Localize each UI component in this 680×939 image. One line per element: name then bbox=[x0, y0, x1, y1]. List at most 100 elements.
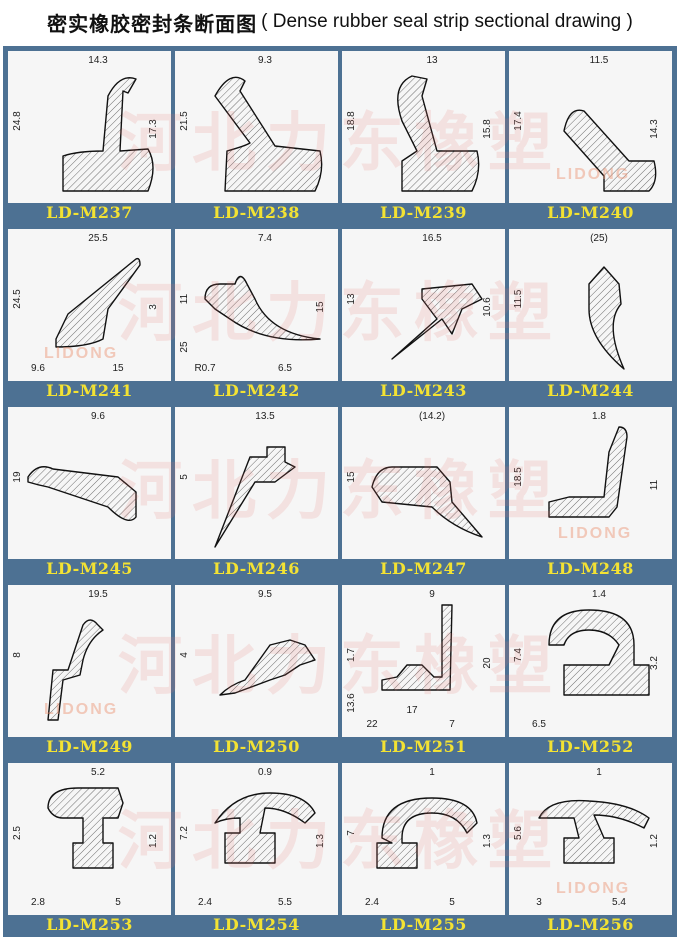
seal-profile-outline bbox=[204, 275, 321, 341]
model-label: LD-M250 bbox=[213, 737, 300, 756]
dimension-label: 18.8 bbox=[346, 111, 357, 131]
section-drawing: 24.814.317.3 bbox=[12, 55, 159, 192]
seal-profile-outline bbox=[371, 466, 483, 538]
dimension-label: 0.9 bbox=[258, 767, 272, 778]
dimension-label: 15 bbox=[315, 301, 326, 313]
dimension-label: 9.6 bbox=[91, 411, 105, 422]
dimension-label: 8 bbox=[12, 652, 23, 658]
seal-profile-outline bbox=[214, 76, 323, 192]
dimension-label: 25.5 bbox=[88, 233, 108, 244]
profile-card: 11.5(25)LD-M244 bbox=[509, 229, 672, 401]
seal-profile-outline bbox=[55, 257, 141, 348]
model-label: LD-M244 bbox=[547, 381, 634, 400]
seal-profile-outline bbox=[381, 604, 453, 691]
dimension-label: 15 bbox=[112, 363, 124, 374]
model-label: LD-M243 bbox=[380, 381, 467, 400]
dimension-label: 4 bbox=[179, 652, 190, 658]
dimension-label: 9 bbox=[429, 589, 435, 600]
dimension-label: 2.5 bbox=[12, 826, 23, 840]
dimension-label: 1.2 bbox=[148, 834, 159, 848]
profile-drawing: 21.5 9.3 bbox=[175, 51, 338, 203]
dimension-label: 1.3 bbox=[482, 834, 493, 848]
dimension-label: 15 bbox=[346, 471, 357, 483]
seal-profile-outline bbox=[376, 797, 478, 869]
model-label: LD-M240 bbox=[547, 203, 634, 222]
dimension-label: 9.3 bbox=[258, 55, 272, 66]
dimension-label: 16.5 bbox=[422, 233, 442, 244]
dimension-label: 9.5 bbox=[258, 589, 272, 600]
seal-profile-outline bbox=[397, 75, 480, 192]
dimension-label: 7.2 bbox=[179, 826, 190, 840]
dimension-label: 11 bbox=[179, 293, 190, 304]
dimension-label: 3 bbox=[536, 897, 542, 908]
dimension-label: 5.5 bbox=[278, 897, 292, 908]
dimension-label: 22 bbox=[366, 719, 378, 730]
section-drawing: 49.5 bbox=[179, 589, 316, 696]
dimension-label: 13.6 bbox=[346, 693, 357, 713]
model-label: LD-M242 bbox=[213, 381, 300, 400]
section-drawing: 15 (14.2) bbox=[346, 411, 483, 538]
dimension-label: 7 bbox=[346, 830, 357, 836]
dimension-label: 24.8 bbox=[12, 111, 23, 131]
seal-profile-outline bbox=[62, 77, 154, 192]
title-chinese: 密实橡胶密封条断面图 bbox=[47, 11, 258, 36]
seal-profile-outline bbox=[214, 446, 296, 548]
dimension-label: R0.7 bbox=[194, 363, 216, 374]
dimension-label: 18.5 bbox=[513, 467, 524, 487]
profile-drawing: 15 (14.2) bbox=[342, 407, 505, 559]
dimension-label: 5.6 bbox=[513, 826, 524, 840]
dimension-label: 15.8 bbox=[482, 119, 493, 139]
section-drawing: 199.6 bbox=[12, 411, 137, 521]
dimension-label: 21.5 bbox=[179, 111, 190, 131]
dimension-label: 1 bbox=[429, 767, 435, 778]
seal-profile-outline bbox=[548, 426, 628, 518]
model-label: LD-M249 bbox=[46, 737, 133, 756]
seal-profile-outline bbox=[27, 466, 137, 521]
seal-profile-outline bbox=[391, 283, 483, 360]
section-drawing: 18.51.811 bbox=[513, 411, 660, 518]
dimension-label: 3.2 bbox=[649, 656, 660, 670]
section-drawing: 513.5 bbox=[179, 411, 296, 548]
dimension-label: 7 bbox=[449, 719, 455, 730]
model-label: LD-M245 bbox=[46, 559, 133, 578]
section-drawing: 17.411.514.3 bbox=[513, 55, 660, 192]
dimension-label: 13 bbox=[426, 55, 438, 66]
logo-text: LIDONG bbox=[44, 701, 119, 718]
dimension-label: 2.4 bbox=[365, 897, 379, 908]
dimension-label: 6.5 bbox=[278, 363, 292, 374]
dimension-label: (25) bbox=[590, 233, 608, 244]
dimension-label: 5 bbox=[115, 897, 121, 908]
dimension-label: 17 bbox=[406, 705, 418, 716]
dimension-label: (14.2) bbox=[419, 411, 445, 422]
dimension-label: 5.2 bbox=[91, 767, 105, 778]
dimension-label: 17.3 bbox=[148, 119, 159, 139]
dimension-label: 9.6 bbox=[31, 363, 45, 374]
seal-profile-outline bbox=[563, 109, 657, 192]
dimension-label: 1.2 bbox=[649, 834, 660, 848]
